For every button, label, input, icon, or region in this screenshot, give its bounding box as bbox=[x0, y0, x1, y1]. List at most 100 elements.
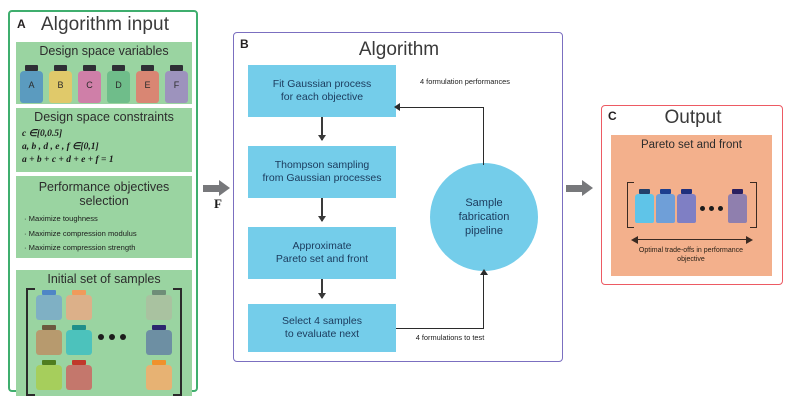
ellipsis-dot bbox=[98, 334, 104, 340]
flow-box-line: Pareto set and front bbox=[275, 253, 369, 265]
bottle-body bbox=[677, 194, 696, 223]
flow-box-line: Approximate bbox=[292, 239, 352, 252]
pareto-ellipsis bbox=[700, 206, 723, 211]
objective-item: · Maximize compression strength bbox=[24, 243, 136, 252]
constraints-list: c ∈[0,0.5] a, b , d , e , f ∈[0,1] a + b… bbox=[22, 128, 114, 167]
circle-line: Sample bbox=[465, 197, 503, 209]
feedback-label-performances: 4 formulation performances bbox=[420, 77, 510, 86]
bottle-cap-icon bbox=[681, 189, 692, 194]
flow-box-approximate-pareto: Approximate Pareto set and front bbox=[248, 227, 396, 279]
arrow-head-right bbox=[746, 235, 753, 244]
sample-column-1 bbox=[36, 290, 62, 390]
arrow-shaft bbox=[203, 184, 219, 192]
bottle-cap-icon bbox=[732, 189, 743, 194]
variable-bottle-label: B bbox=[57, 80, 64, 90]
panel-a-title: Algorithm input bbox=[40, 14, 170, 35]
bottle-body bbox=[66, 330, 92, 355]
bottle-body bbox=[146, 330, 172, 355]
feedback-arrow-head-bottom-icon bbox=[480, 269, 488, 275]
bottle-cap-icon bbox=[25, 65, 38, 71]
ellipsis-dot bbox=[709, 206, 714, 211]
arrow-head-left bbox=[631, 235, 638, 244]
sample-column-2 bbox=[66, 290, 92, 390]
pareto-bottle bbox=[728, 189, 747, 223]
flow-box-fit-gaussian-process: Fit Gaussian process for each objective bbox=[248, 65, 396, 117]
sample-fabrication-pipeline-node: Sample fabrication pipeline bbox=[430, 163, 538, 271]
bottle-body bbox=[146, 295, 172, 320]
bottle-body bbox=[49, 71, 72, 103]
performance-objectives-block: Performance objectives selection · Maxim… bbox=[16, 176, 192, 258]
sample-bottle bbox=[36, 360, 62, 390]
bottle-cap-icon bbox=[170, 65, 183, 71]
bottle-body bbox=[165, 71, 188, 103]
sample-bottle bbox=[146, 360, 172, 390]
variable-bottles-row: A B C D bbox=[20, 61, 188, 103]
bottle-cap-icon bbox=[152, 290, 166, 295]
bottle-cap-icon bbox=[660, 189, 671, 194]
bottle-cap-icon bbox=[152, 360, 166, 365]
feedback-line-bottom-horizontal bbox=[396, 328, 484, 330]
variable-bottle-b: B bbox=[49, 65, 72, 103]
flow-arrow-icon bbox=[318, 117, 325, 141]
bottle-body bbox=[20, 71, 43, 103]
initial-samples-block: Initial set of samples bbox=[16, 270, 192, 396]
sample-bottle bbox=[66, 360, 92, 390]
bottle-body bbox=[136, 71, 159, 103]
bottle-cap-icon bbox=[54, 65, 67, 71]
bottle-cap-icon bbox=[42, 290, 56, 295]
pareto-caption: Optimal trade-offs in performance object… bbox=[638, 247, 744, 263]
feedback-arrow-head-top-icon bbox=[394, 103, 400, 111]
pareto-block-title: Pareto set and front bbox=[640, 139, 742, 151]
arrow-input-to-algorithm-icon bbox=[203, 180, 230, 196]
sample-bottle bbox=[36, 290, 62, 320]
feedback-line-top-horizontal bbox=[397, 107, 484, 109]
bottle-cap-icon bbox=[639, 189, 650, 194]
variable-bottle-d: D bbox=[107, 65, 130, 103]
bottle-body bbox=[107, 71, 130, 103]
tradeoff-double-arrow-icon bbox=[631, 235, 753, 244]
variable-bottle-f: F bbox=[165, 65, 188, 103]
panel-algorithm-input: A Algorithm input Design space variables… bbox=[8, 10, 198, 396]
ellipsis-dot bbox=[109, 334, 115, 340]
panel-c-tag: C bbox=[608, 109, 617, 123]
constraint-line-2: a, b , d , e , f ∈[0,1] bbox=[22, 142, 99, 152]
arrow-shaft bbox=[566, 184, 582, 192]
feedback-label-formulations: 4 formulations to test bbox=[415, 333, 485, 342]
pareto-bottle bbox=[677, 189, 696, 223]
samples-grid bbox=[36, 290, 172, 390]
variable-bottle-label: F bbox=[173, 80, 180, 90]
flow-box-thompson-sampling: Thompson sampling from Gaussian processe… bbox=[248, 146, 396, 198]
flow-arrow-icon bbox=[318, 198, 325, 222]
arrow-algorithm-to-output-icon bbox=[566, 180, 593, 196]
bottle-body bbox=[36, 295, 62, 320]
flow-box-line: for each objective bbox=[280, 91, 364, 103]
bottle-cap-icon bbox=[72, 325, 86, 330]
sample-bottle bbox=[146, 325, 172, 355]
panel-output: C Output Pareto set and front bbox=[601, 105, 783, 285]
objectives-list: · Maximize toughness · Maximize compress… bbox=[24, 212, 137, 256]
pareto-bracket-left bbox=[627, 182, 634, 228]
design-space-variables-title: Design space variables bbox=[39, 44, 169, 58]
feedback-line-top-vertical bbox=[483, 107, 485, 165]
initial-samples-title: Initial set of samples bbox=[47, 272, 161, 286]
bottle-cap-icon bbox=[42, 325, 56, 330]
flow-box-line: Thompson sampling bbox=[274, 158, 370, 171]
bottle-body bbox=[728, 194, 747, 223]
bottle-body bbox=[78, 71, 101, 103]
pareto-bottles-row bbox=[635, 185, 749, 223]
bottle-cap-icon bbox=[72, 360, 86, 365]
sample-bottle bbox=[36, 325, 62, 355]
circle-line: fabrication bbox=[458, 211, 510, 223]
arrow-bar bbox=[637, 239, 747, 241]
sample-bottle bbox=[66, 325, 92, 355]
constraint-line-1: c ∈[0,0.5] bbox=[22, 129, 63, 139]
panel-b-title: Algorithm bbox=[358, 39, 440, 60]
variable-bottle-label: C bbox=[86, 80, 93, 90]
constraint-line-3: a + b + c + d + e + f = 1 bbox=[22, 155, 114, 165]
sample-bottle bbox=[66, 290, 92, 320]
arrow-head bbox=[219, 180, 230, 196]
circle-line: pipeline bbox=[465, 225, 503, 237]
variable-bottle-label: A bbox=[28, 80, 35, 90]
design-space-variables-block: Design space variables A B C bbox=[16, 42, 192, 104]
bottle-cap-icon bbox=[83, 65, 96, 71]
